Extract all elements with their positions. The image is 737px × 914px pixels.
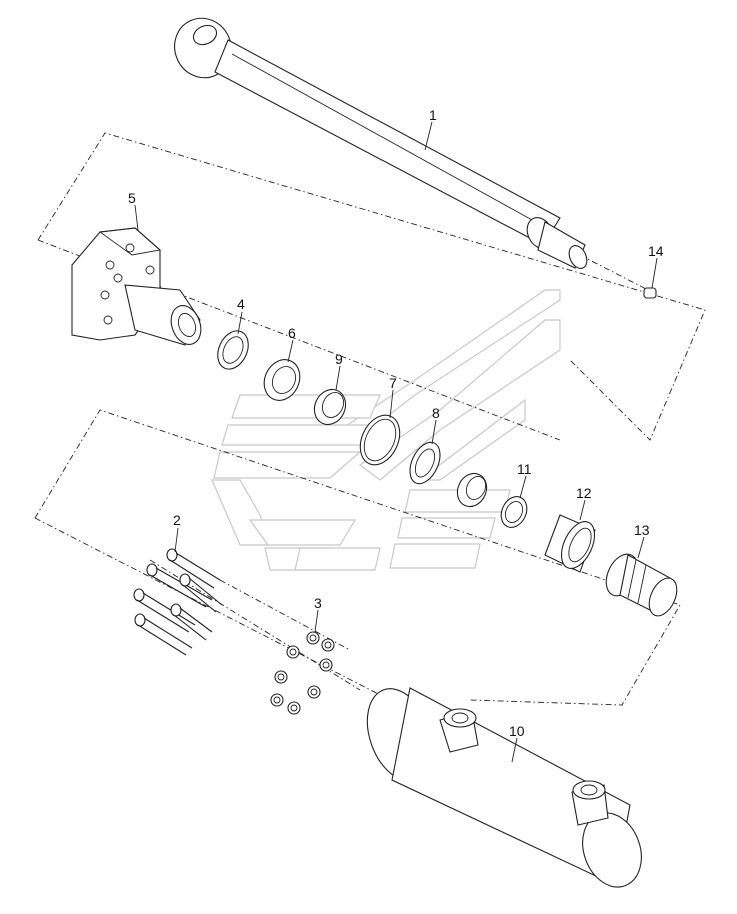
bushing-piston xyxy=(456,472,488,508)
callout-labels: 1 2 3 4 5 6 7 8 9 10 11 12 13 14 xyxy=(128,107,664,739)
bushing-9 xyxy=(313,388,347,426)
piston-nut-13 xyxy=(605,553,678,617)
bolts-2 xyxy=(133,548,223,656)
ring-6 xyxy=(263,359,301,401)
callout-4: 4 xyxy=(237,296,245,312)
set-screw xyxy=(643,287,657,299)
seal-8 xyxy=(409,441,441,485)
watermark-logo xyxy=(211,289,561,571)
callout-9: 9 xyxy=(335,351,343,367)
callout-12: 12 xyxy=(576,485,592,501)
leader-lines xyxy=(134,121,658,763)
callout-1: 1 xyxy=(429,107,437,123)
cylinder-barrel xyxy=(366,687,642,888)
callout-5: 5 xyxy=(128,190,136,206)
callout-14: 14 xyxy=(648,243,664,259)
callout-10: 10 xyxy=(509,723,525,739)
seal-4 xyxy=(217,330,249,370)
callout-3: 3 xyxy=(314,595,322,611)
sleeve-12 xyxy=(544,514,596,573)
callout-13: 13 xyxy=(634,522,650,538)
callout-6: 6 xyxy=(288,325,296,341)
ring-11 xyxy=(500,496,528,528)
washers-3 xyxy=(270,631,335,715)
callout-2: 2 xyxy=(173,512,181,528)
callout-11: 11 xyxy=(517,461,532,477)
piston-rod xyxy=(174,17,588,269)
o-ring-7 xyxy=(359,414,401,466)
flange-head xyxy=(71,227,202,346)
callout-7: 7 xyxy=(389,375,397,391)
callout-8: 8 xyxy=(432,405,440,421)
